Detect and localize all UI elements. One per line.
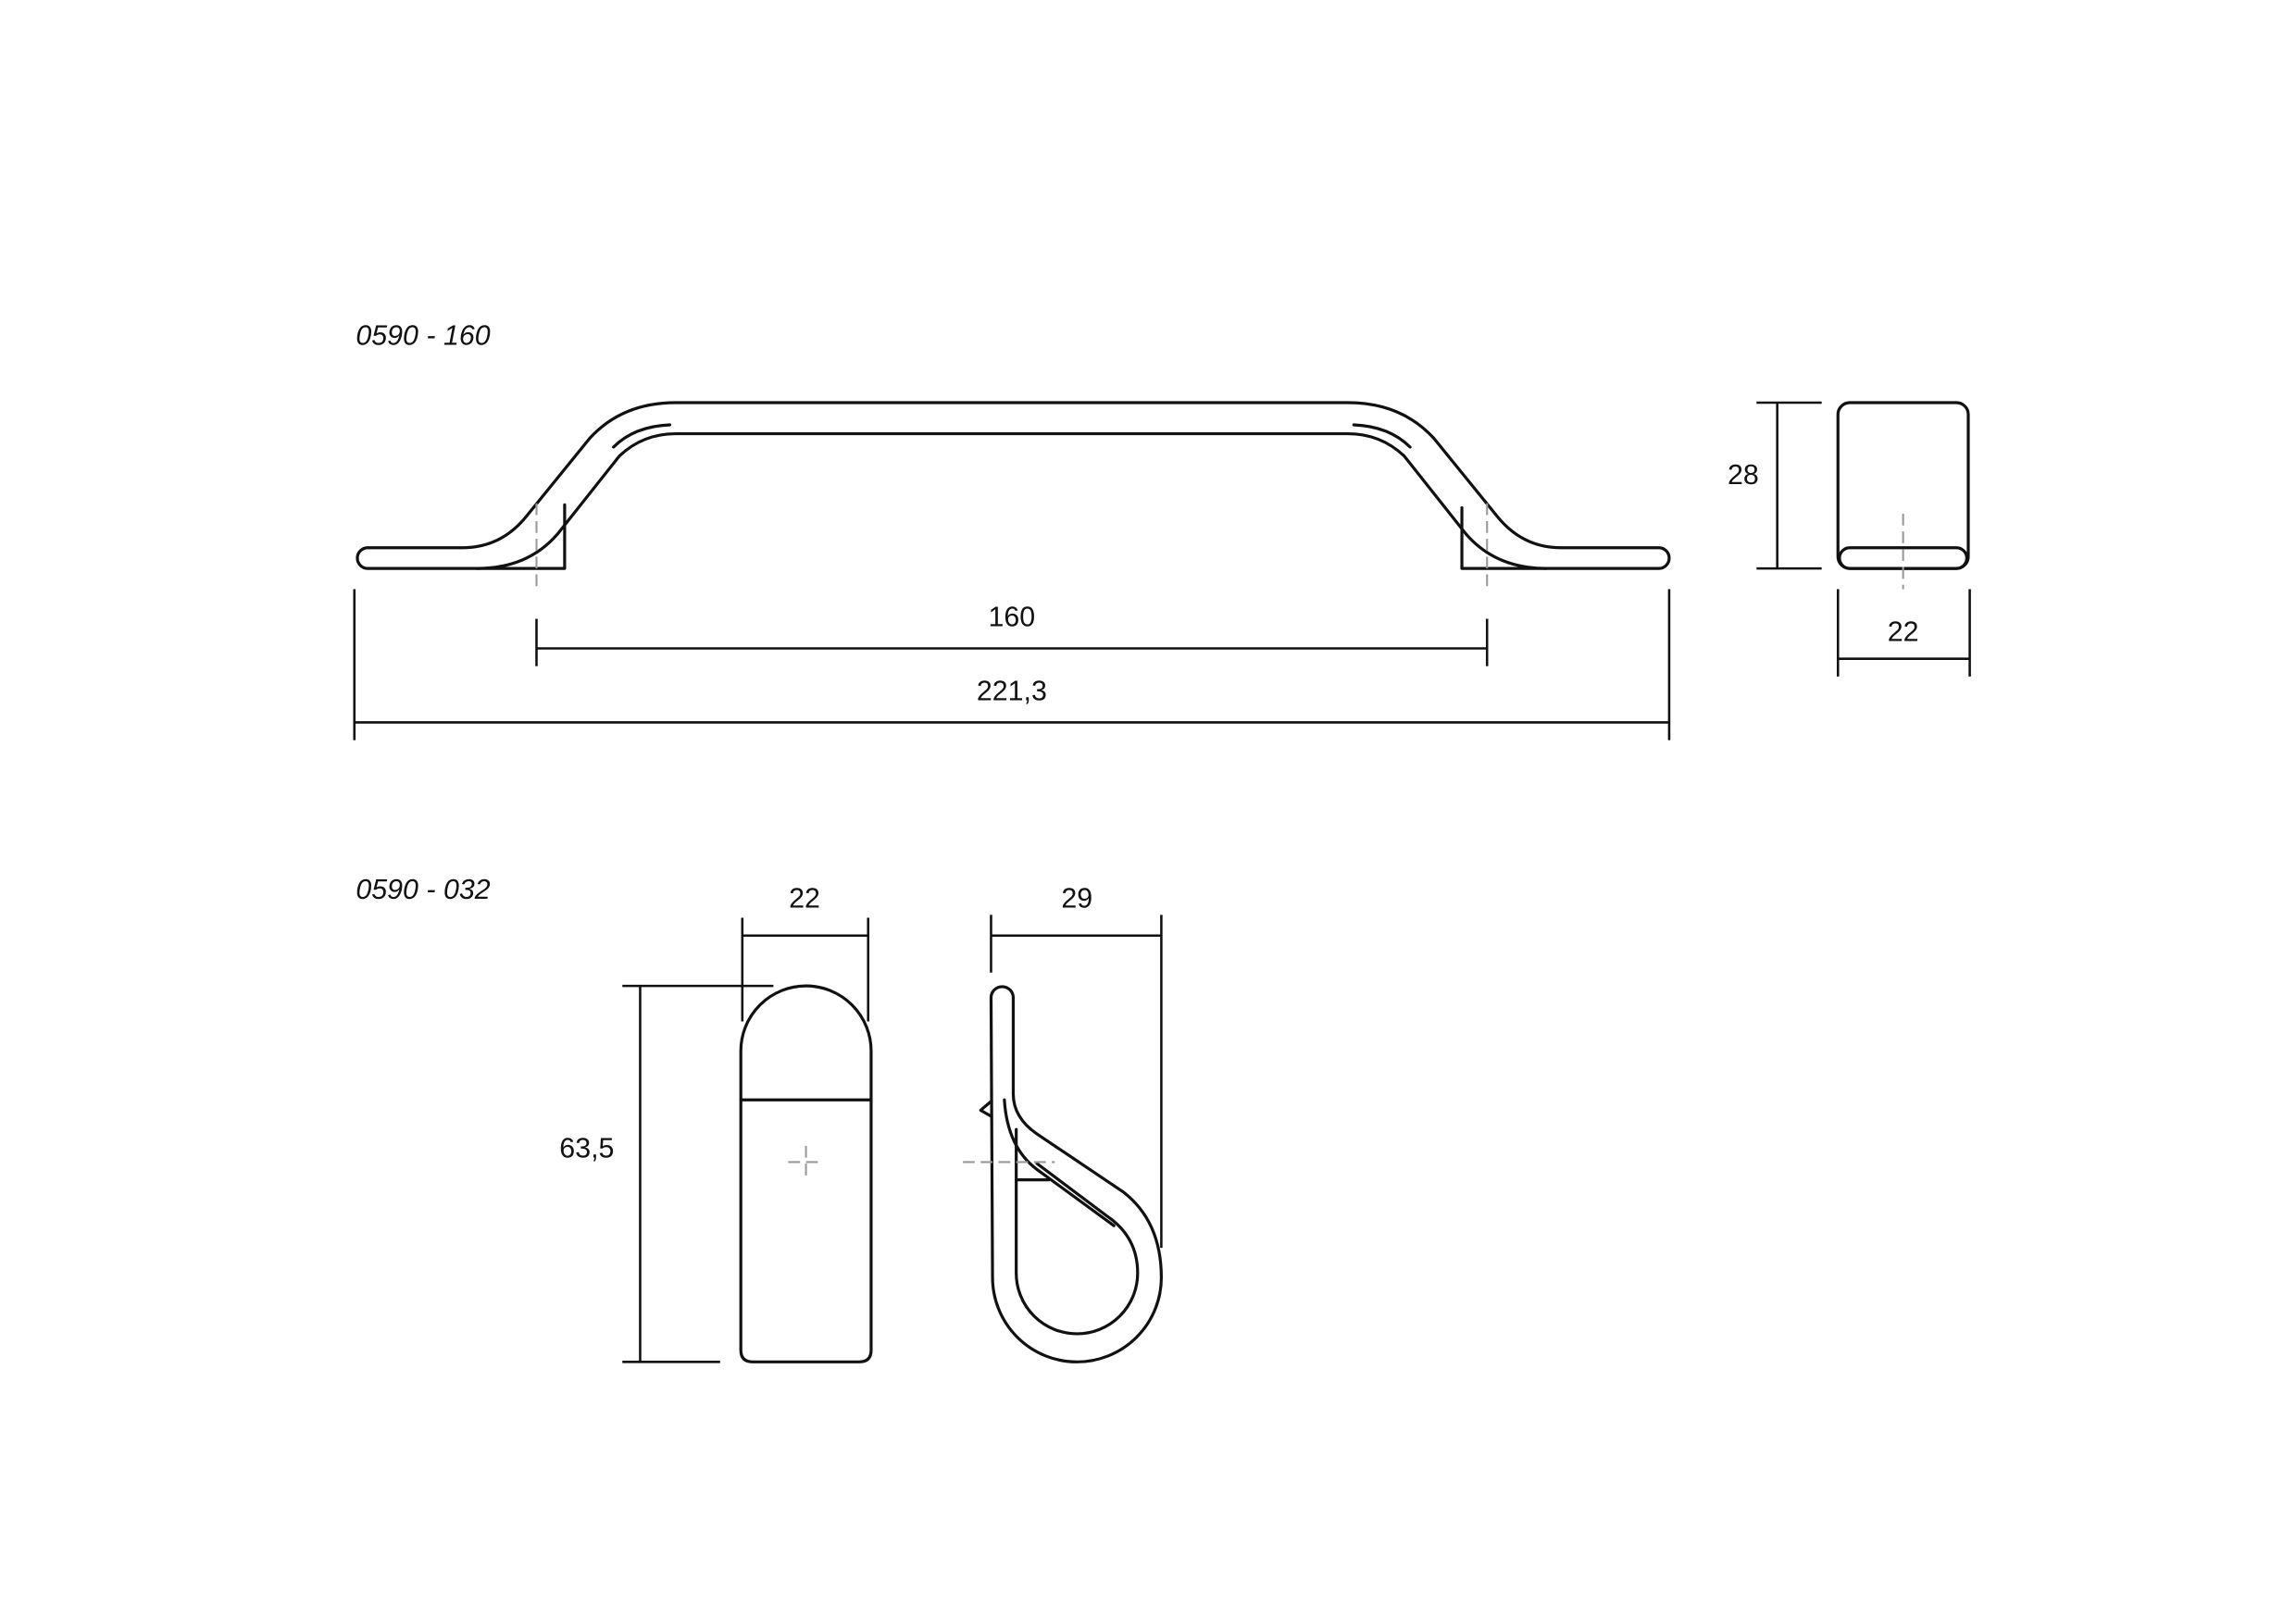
handle-front-view [356,401,1671,590]
dimension-label-22-front: 22 [789,882,820,914]
part-number-0590-160: 0590 - 160 [356,320,490,352]
handle-side-view: 28 22 [1728,401,1971,677]
knob-front-view: 22 63,5 [559,882,873,1363]
dimension-label-221-3: 221,3 [977,675,1047,706]
knob-0590-032: 0590 - 032 22 63,5 [356,874,1163,1363]
dimension-label-22-side: 22 [1888,616,1919,647]
dimension-overall-length: 221,3 [353,589,1671,741]
part-number-0590-032: 0590 - 032 [356,874,490,905]
dimension-label-160: 160 [989,601,1036,632]
handle-0590-160: 0590 - 160 160 221,3 [353,320,1971,741]
dimension-hole-spacing: 160 [535,601,1489,666]
dimension-label-63-5: 63,5 [559,1133,614,1164]
knob-side-view: 29 [963,882,1163,1363]
dimension-label-28: 28 [1728,459,1759,491]
dimension-label-29: 29 [1061,882,1092,914]
